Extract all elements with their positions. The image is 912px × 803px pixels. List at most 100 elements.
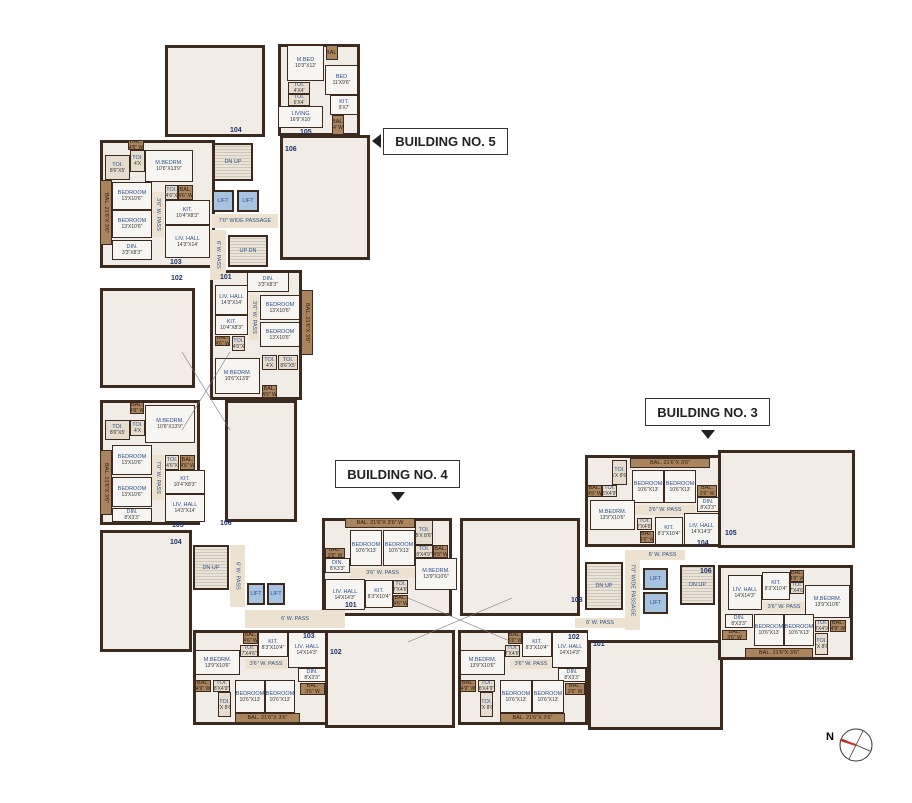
unit-number: 105: [725, 530, 737, 537]
room-dimensions: 10'4"X8'3": [176, 212, 199, 219]
room-label: BAL.: [179, 186, 192, 193]
room-label: 3'6" W. PASS: [648, 507, 682, 513]
room-toi: TOI.7'X4'6": [637, 518, 652, 530]
room-dimensions: 7'X4'6": [393, 587, 408, 593]
room-label: DIN.: [332, 559, 343, 566]
room-dimensions: 8'6"X5': [109, 167, 126, 174]
room-label: BEDROOM: [384, 542, 414, 548]
room-m-bedrm: M.BEDRM.13'9"X10'6": [805, 585, 850, 618]
room-dimensions: 4'9" W: [262, 391, 277, 398]
room-dimensions: 3'6" W: [305, 689, 320, 695]
room-label: LIFT: [270, 591, 282, 597]
room-toi: TOI.8'6"X5': [105, 420, 130, 440]
room-label: TOI.: [614, 466, 625, 473]
room-label: BEDROOM: [665, 480, 695, 487]
room-dimensions: 14'X14'3": [691, 529, 712, 535]
passage: 7'0" WIDE PASSAGE: [212, 214, 278, 228]
room-dimensions: 14'X14'3": [334, 594, 356, 601]
room-label: BAL.: [131, 402, 143, 408]
room-dimensions: 16'9"X10': [290, 117, 311, 123]
room-m-bedrm: M.BEDRM.10'6"X13'9": [215, 358, 260, 394]
room-bal: BAL.: [326, 45, 338, 60]
passage: 3'6" W. PASS: [763, 602, 805, 612]
unit-number: 102: [568, 634, 580, 641]
room-label: BEDROOM: [784, 624, 814, 630]
apartment-unit: [100, 288, 195, 388]
room-label: BAL. 21'6"X 3'6": [304, 302, 310, 343]
room-toi: TOI.4'X: [130, 420, 145, 436]
passage: 6' W. PASS: [245, 610, 345, 628]
room-label: M.BEDRM.: [203, 656, 232, 663]
room-label: BAL.: [394, 595, 407, 601]
room-label: LIV. HALL: [172, 502, 198, 508]
room-label: 3'6" W. PASS: [767, 604, 801, 610]
room-bal: BAL.4'9" W: [587, 485, 602, 497]
room-label: BEDROOM: [265, 301, 295, 308]
unit-number: 103: [571, 597, 583, 604]
room-toi: TOI.7'X4'6": [790, 582, 804, 594]
room-dimensions: 13'X10'6": [121, 196, 143, 202]
room-dimensions: 5'X 8'6": [218, 704, 231, 711]
room-label: BAL.: [306, 683, 319, 689]
lift: LIFT: [643, 592, 668, 614]
room-bal: BAL.4'6" W: [178, 185, 193, 200]
room-toi: TOI.4'X: [262, 355, 277, 370]
room-toi: TOI.6'X4': [288, 94, 310, 106]
room-toi: TOI.8'X4'9": [415, 545, 433, 558]
room-label: BAL.: [509, 632, 521, 638]
apartment-unit: [100, 530, 192, 652]
room-dimensions: 8'X4'9": [602, 491, 617, 497]
room-label: TOI.: [166, 456, 178, 463]
room-label: DN UP: [688, 582, 707, 588]
unit-number: 103: [170, 259, 182, 266]
room-label: BAL. 21'6"X 3'6": [103, 192, 109, 233]
room-m-bedrm: M.BEDRM.13'9"X10'6": [195, 650, 240, 675]
room-kit: KIT.8'3"X10'4": [762, 572, 790, 600]
room-toi: TOI.4'X4': [288, 82, 310, 94]
room-label: TOI.: [293, 94, 305, 100]
room-kit: KIT.8'3"X10'4": [258, 632, 288, 657]
unit-number: 106: [220, 520, 232, 527]
room-label: DN UP: [595, 583, 613, 589]
north-compass: N: [826, 728, 876, 764]
room-label: TOI.: [166, 186, 177, 193]
room-label: BAL.: [832, 620, 844, 626]
room-dimensions: 13'X10'6": [121, 492, 143, 498]
room-label: DIN.: [702, 498, 714, 505]
passage: 3'6" W. PASS: [635, 505, 695, 515]
room-bal: BAL.4'9" W: [460, 680, 476, 692]
room-label: DIN.: [262, 276, 274, 282]
room-dimensions: 8'3"X10'4": [764, 586, 788, 592]
staircase: DN UP: [680, 565, 715, 605]
room-bal: BAL.4'6" W: [128, 140, 144, 150]
room-label: 7'0" WIDE PASSAGE: [629, 563, 636, 617]
room-label: LIFT: [242, 198, 254, 204]
room-dimensions: 7'X4'6": [505, 651, 520, 657]
room-label: BAL. 21'6"X 3'6": [103, 462, 109, 503]
room-label: 6' W. PASS: [234, 562, 241, 590]
room-label: KIT.: [532, 638, 542, 645]
room-dimensions: 10'6"X13': [269, 696, 291, 703]
room-label: TOI.: [293, 82, 305, 88]
room-din: DIN.8'X3'3": [558, 668, 586, 682]
room-label: M.BED: [296, 57, 315, 63]
building-4-callout: BUILDING NO. 4: [335, 460, 460, 488]
room-toi: TOI.7'X4'6": [505, 645, 520, 657]
room-label: M.BEDRM.: [223, 370, 252, 376]
room-bal-x: BAL. 21'6"X 3'6": [745, 648, 813, 658]
room-label: BEDROOM: [117, 454, 147, 460]
room-label: TOI.: [481, 680, 492, 686]
building-4-label: BUILDING NO. 4: [347, 466, 448, 482]
room-dimensions: 8'X4'9": [213, 686, 230, 692]
room-toi: TOI.5'X 8'6": [415, 520, 433, 545]
room-label: BAL.: [329, 548, 341, 553]
